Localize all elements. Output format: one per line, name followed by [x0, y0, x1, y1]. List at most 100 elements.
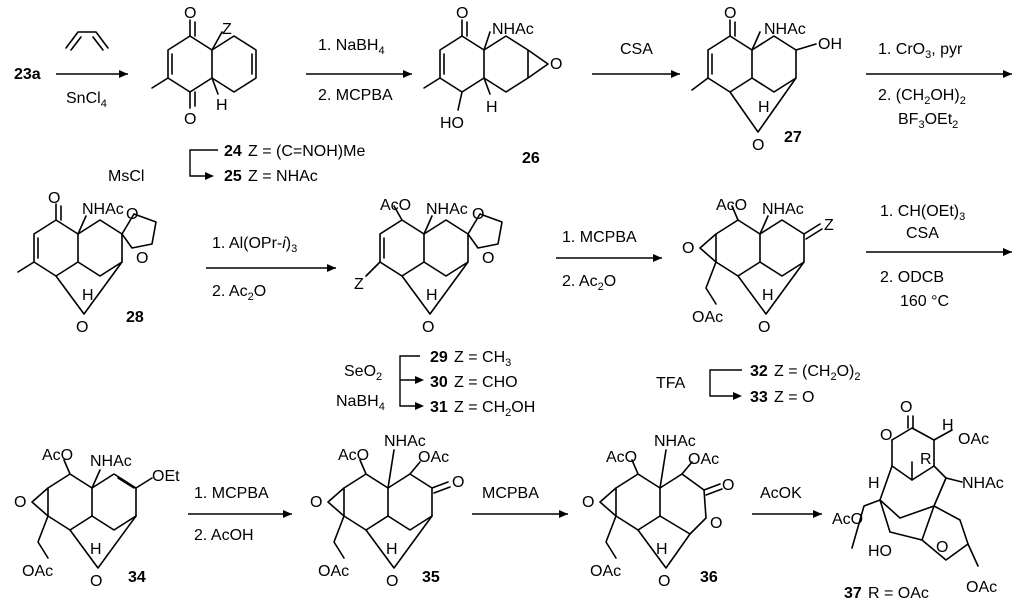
reagent-tfa: TFA	[656, 375, 686, 392]
structure-24	[151, 19, 257, 109]
atom-z: Z	[354, 276, 364, 293]
atom-oac: OAc	[318, 563, 349, 580]
atom-o: O	[386, 573, 398, 590]
atom-o: O	[710, 515, 722, 532]
atom-o: O	[722, 477, 734, 494]
atom-nhac: NHAc	[962, 475, 1004, 492]
reagent-glycol: 2. (CH2OH)2	[878, 87, 966, 107]
atom-o: O	[752, 137, 764, 154]
reagent-mcpba: 2. MCPBA	[318, 87, 393, 104]
structure-29	[365, 205, 503, 315]
reagent-mcpba: 1. MCPBA	[562, 229, 637, 246]
compound-label-37: 37	[844, 585, 862, 602]
compound-label-34: 34	[128, 569, 146, 586]
atom-oac: OAc	[692, 309, 723, 326]
reagent-acok: AcOK	[760, 485, 802, 502]
atom-o: O	[658, 573, 670, 590]
atom-o: O	[76, 319, 88, 336]
compound-label-23a: 23a	[14, 66, 41, 83]
reagent-acoh: 2. AcOH	[194, 527, 254, 544]
atom-z: Z	[824, 217, 834, 234]
definition-30: Z = CHO	[454, 374, 518, 391]
reagent-ac2o: 2. Ac2O	[562, 273, 616, 293]
atom-aco: AcO	[42, 447, 73, 464]
atom-o: O	[126, 206, 138, 223]
atom-h: H	[426, 287, 438, 304]
atom-nhac: NHAc	[654, 433, 696, 450]
bracket-arrow-seo2	[399, 355, 420, 381]
atom-h: H	[386, 541, 398, 558]
compound-label-32: 32	[750, 363, 768, 380]
atom-o: O	[456, 5, 468, 22]
atom-nhac: NHAc	[762, 201, 804, 218]
atom-h: H	[486, 99, 498, 116]
compound-label-28: 28	[126, 309, 144, 326]
atom-oac: OAc	[958, 431, 989, 448]
atom-oac: OAc	[966, 579, 997, 596]
atom-h: H	[82, 287, 94, 304]
reagent-csa: CSA	[906, 225, 939, 242]
atom-o: O	[472, 206, 484, 223]
compound-label-30: 30	[430, 374, 448, 391]
reagent-ac2o: 2. Ac2O	[212, 283, 266, 303]
atom-nhac: NHAc	[426, 201, 468, 218]
atom-o: O	[184, 111, 196, 128]
atom-nhac: NHAc	[764, 21, 806, 38]
atom-oet: OEt	[152, 468, 180, 485]
compound-label-24: 24	[224, 143, 242, 160]
reagent-nabh4: 1. NaBH4	[318, 37, 385, 57]
compound-label-29: 29	[430, 349, 448, 366]
atom-o: O	[880, 427, 892, 444]
reagent-nabh4-2: NaBH4	[336, 393, 385, 413]
atom-o: O	[758, 319, 770, 336]
definition-32: Z = (CH2O)2	[774, 363, 860, 383]
atom-nhac: NHAc	[82, 201, 124, 218]
atom-oac: OAc	[22, 563, 53, 580]
atom-h: H	[656, 541, 668, 558]
atom-o: O	[136, 250, 148, 267]
atom-h: H	[762, 287, 774, 304]
structure-32	[699, 205, 823, 315]
structure-37	[851, 415, 979, 567]
compound-label-35: 35	[422, 569, 440, 586]
atom-z: Z	[222, 21, 232, 38]
compound-label-33: 33	[750, 389, 768, 406]
atom-o: O	[936, 539, 948, 556]
structure-27	[691, 19, 817, 133]
atom-r: R	[920, 451, 932, 468]
bracket-arrow-mscl	[189, 149, 218, 177]
atom-aco: AcO	[832, 511, 863, 528]
reagent-sncl4: SnCl4	[66, 90, 107, 110]
compound-label-27: 27	[784, 129, 802, 146]
atom-o: O	[482, 250, 494, 267]
atom-o: O	[682, 240, 694, 257]
compound-label-26: 26	[522, 150, 540, 167]
reagent-cro3: 1. CrO3, pyr	[878, 41, 963, 61]
atom-o: O	[90, 573, 102, 590]
atom-nhac: NHAc	[492, 21, 534, 38]
structure-28	[17, 203, 157, 315]
structure-34	[31, 459, 153, 569]
atom-ho: HO	[440, 115, 464, 132]
definition-29: Z = CH3	[454, 349, 511, 369]
atom-o: O	[900, 399, 912, 416]
atom-oac: OAc	[688, 451, 719, 468]
reagent-mcpba: 1. MCPBA	[194, 485, 269, 502]
atom-nhac: NHAc	[384, 433, 426, 450]
compound-label-36: 36	[700, 569, 718, 586]
atom-o: O	[452, 474, 464, 491]
definition-33: Z = O	[774, 389, 814, 406]
reaction-temperature: 160 °C	[900, 293, 949, 310]
atom-h: H	[942, 417, 954, 434]
reagent-csa: CSA	[620, 41, 653, 58]
atom-o: O	[550, 56, 562, 73]
atom-o: O	[14, 494, 26, 511]
structure-36	[599, 449, 723, 569]
reagent-mscl: MsCl	[108, 168, 144, 185]
bracket-arrow-nabh4	[399, 380, 420, 407]
atom-o: O	[582, 494, 594, 511]
bracket-arrow-tfa	[709, 369, 742, 397]
reagent-odcb: 2. ODCB	[880, 269, 944, 286]
